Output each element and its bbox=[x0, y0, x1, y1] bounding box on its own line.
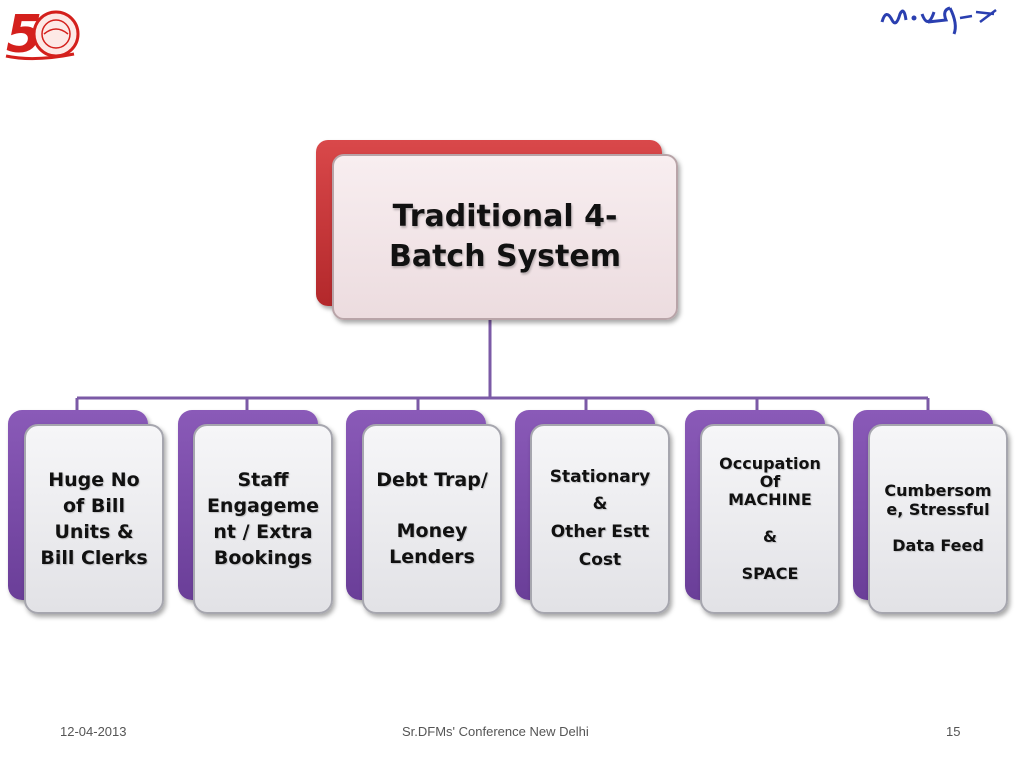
child-node-label: Cumbersom e, Stressful Data Feed bbox=[884, 481, 992, 556]
footer-page-number: 15 bbox=[946, 724, 961, 739]
root-node: Traditional 4-Batch System bbox=[332, 154, 678, 320]
child-node-label: Debt Trap/ Money Lenders bbox=[376, 468, 488, 568]
child-node-bill-units: Huge No of Bill Units & Bill Clerks bbox=[24, 424, 164, 614]
child-node-data-feed: Cumbersom e, Stressful Data Feed bbox=[868, 424, 1008, 614]
footer-date: 12-04-2013 bbox=[60, 724, 127, 739]
child-node-occupation: Occupation Of MACHINE & SPACE bbox=[700, 424, 840, 614]
child-node-stationary: Stationary & Other Estt Cost bbox=[530, 424, 670, 614]
child-node-staff-engagement: Staff Engageme nt / Extra Bookings bbox=[193, 424, 333, 614]
footer-event: Sr.DFMs' Conference New Delhi bbox=[402, 724, 589, 739]
child-node-debt-trap: Debt Trap/ Money Lenders bbox=[362, 424, 502, 614]
child-node-label: Occupation Of MACHINE & SPACE bbox=[719, 453, 821, 583]
root-node-label: Traditional 4-Batch System bbox=[388, 199, 621, 274]
child-node-label: Stationary & Other Estt Cost bbox=[549, 466, 651, 570]
anniversary-logo: 5 bbox=[4, 4, 82, 65]
child-node-label: Huge No of Bill Units & Bill Clerks bbox=[40, 468, 148, 570]
signature-icon bbox=[876, 0, 1000, 40]
child-node-label: Staff Engageme nt / Extra Bookings bbox=[206, 468, 320, 570]
